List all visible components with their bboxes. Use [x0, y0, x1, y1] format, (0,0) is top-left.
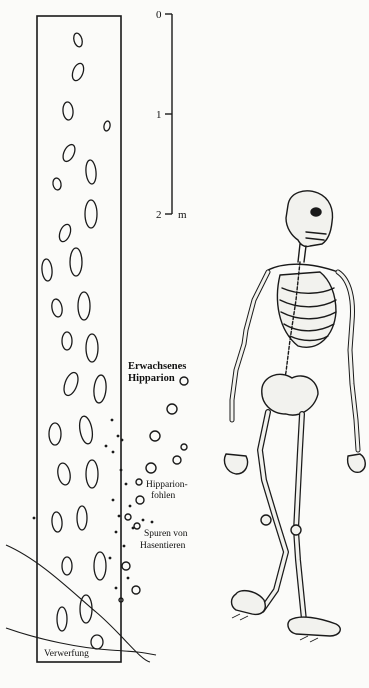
hare-track-dot [121, 439, 124, 442]
hipparion-hoofprint [122, 562, 130, 570]
hare-track-dot [117, 435, 120, 438]
hipparion-hoofprint [125, 514, 131, 520]
hominid-footprint [86, 460, 98, 488]
hominid-footprint [72, 32, 83, 48]
hipparion-hoofprint [173, 456, 181, 464]
hare-track-dot [120, 469, 123, 472]
hipparion-hoofprint [136, 479, 142, 485]
hominid-footprint [77, 506, 87, 530]
hare-track-dot [118, 515, 121, 518]
hominid-footprint [85, 160, 97, 185]
hare-track-dot [127, 577, 130, 580]
hominid-footprint [78, 415, 95, 445]
hare-track-dot [111, 419, 114, 422]
hare-track-dot [115, 531, 118, 534]
hominid-footprint [62, 557, 72, 575]
hominid-footprint [51, 512, 63, 533]
hipparion-hoofprint [136, 496, 144, 504]
scale-tick-label: 1 [156, 109, 162, 121]
hare-track-dot [112, 499, 115, 502]
label-fault: Verwerfung [44, 648, 89, 659]
trackway-frame [37, 16, 121, 662]
hominid-footprint [78, 292, 90, 320]
hipparion-hoofprint [181, 444, 187, 450]
hominid-footprint [85, 200, 97, 228]
hare-track-dot [115, 587, 118, 590]
hare-track-dot [109, 557, 112, 560]
hare-track-dots [33, 419, 154, 590]
hominid-footprint [62, 332, 72, 350]
hominid-footprint [41, 259, 53, 282]
hominid-footprint [61, 371, 80, 398]
hare-track-dot [112, 451, 115, 454]
hominid-footprint [94, 552, 106, 580]
hominid-footprint [61, 143, 78, 164]
label-hare-tracks: Spuren von Hasentieren [140, 529, 190, 551]
hominid-footprint [57, 607, 67, 631]
hominid-footprint [52, 177, 62, 190]
scale-bar [165, 14, 172, 214]
hipparion-hoofprint [167, 404, 177, 414]
hominid-footprint [70, 62, 86, 82]
hipparion-hoofprint [134, 523, 140, 529]
hominid-footprint [93, 375, 107, 404]
hare-track-dot [105, 445, 108, 448]
hipparion-hoofprint [132, 586, 140, 594]
hominid-footprints [41, 32, 111, 649]
hominid-footprint [70, 248, 82, 276]
hominid-footprint [91, 635, 103, 649]
hominid-footprint [51, 298, 64, 317]
hare-track-dot [129, 505, 132, 508]
hominid-footprint [57, 223, 73, 243]
hominid-footprint [62, 102, 74, 121]
hominid-footprint [56, 462, 72, 486]
hipparion-hoofprint [150, 431, 160, 441]
hare-track-dot [142, 519, 145, 522]
label-hipparion-foals: Hipparion- fohlen [146, 480, 190, 501]
hare-track-dot [125, 483, 128, 486]
scale-unit-label: m [178, 209, 187, 221]
hominid-footprint [103, 121, 111, 132]
hare-track-dot [123, 545, 126, 548]
hare-track-dot [151, 521, 154, 524]
hare-track-dot [33, 517, 36, 520]
hipparion-hoofprint [146, 463, 156, 473]
scale-tick-label: 2 [156, 209, 162, 221]
hominid-footprint [86, 334, 98, 362]
hominid-skeleton-illustration [224, 191, 365, 636]
scale-tick-label: 0 [156, 9, 162, 21]
hominid-footprint [49, 423, 61, 445]
hipparion-hoofprint [180, 377, 188, 385]
hare-track-dot [132, 527, 135, 530]
